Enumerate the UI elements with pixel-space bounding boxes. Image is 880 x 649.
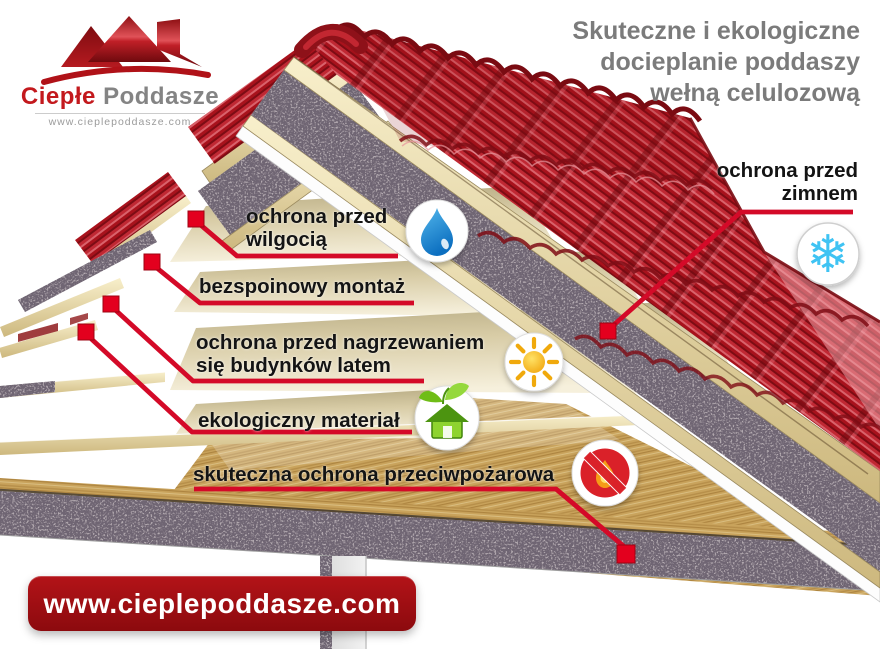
brand-logo[interactable]: Ciepłe Poddasze www.cieplepoddasze.com [14, 10, 226, 128]
callout-line: skuteczna ochrona przeciwpożarowa [193, 463, 555, 486]
brand-name: Ciepłe Poddasze [14, 84, 226, 110]
headline-line-2: docieplanie poddaszy [600, 48, 860, 76]
eco-house-icon [414, 382, 480, 451]
callout-line: ochrona przed [246, 205, 388, 228]
brand-url: www.cieplepoddasze.com [48, 116, 192, 128]
leader-markers [77, 210, 636, 564]
callout-line: bezspoinowy montaż [199, 275, 406, 298]
svg-text:❄: ❄ [806, 225, 850, 285]
red-tile-surface [308, 24, 880, 471]
brand-name-accent: Ciepłe [20, 83, 96, 110]
headline-line-3: wełną celulozową [650, 79, 860, 107]
callout-cold-protection: ochrona przed zimnem [600, 159, 858, 205]
headline: Skuteczne i ekologiczne docieplanie podd… [500, 16, 860, 109]
callout-seamless-install: bezspoinowy montaż [199, 275, 405, 298]
sun-icon [504, 332, 564, 392]
no-fire-icon [571, 439, 639, 507]
roof-logo-icon [41, 16, 211, 85]
callout-line: wilgocią [246, 228, 327, 251]
website-banner[interactable]: www.cieplepoddasze.com [28, 576, 416, 631]
callout-line: ekologiczny materiał [198, 409, 400, 432]
callout-line: ochrona przed [716, 159, 858, 182]
headline-line-1: Skuteczne i ekologiczne [572, 17, 860, 45]
divider [35, 113, 205, 114]
water-drop-icon [405, 199, 469, 263]
website-banner-url: www.cieplepoddasze.com [43, 588, 401, 619]
callout-line: ochrona przed nagrzewaniem [196, 331, 485, 354]
leader-lines [84, 209, 853, 551]
callout-fire-protection: skuteczna ochrona przeciwpożarowa [193, 463, 554, 486]
callout-line: zimnem [781, 182, 858, 205]
callout-line: się budynków latem [196, 354, 391, 377]
callout-moisture: ochrona przed wilgocią [246, 205, 387, 251]
brand-name-rest: Poddasze [103, 83, 220, 110]
snowflake-icon: ❄ [796, 222, 860, 286]
callout-summer-heat: ochrona przed nagrzewaniem się budynków … [196, 331, 484, 377]
callout-eco-material: ekologiczny materiał [198, 409, 400, 432]
